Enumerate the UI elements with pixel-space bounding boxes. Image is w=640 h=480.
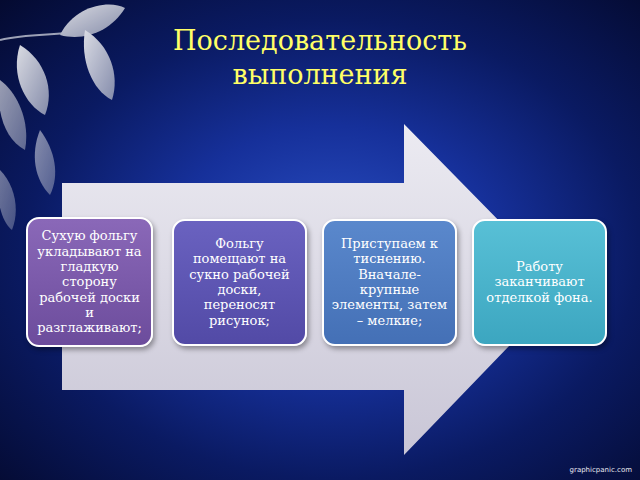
step-text: Фольгу помещают на сукно рабочей доски, …: [174, 230, 305, 334]
step-text: Работу заканчивают отделкой фона.: [474, 253, 605, 311]
watermark: graphicpanic.com: [570, 466, 632, 474]
step-text: Сухую фольгу укладывают на гладкую сторо…: [28, 222, 151, 341]
process-box: Фольгу помещают на сукно рабочей доски, …: [172, 219, 307, 346]
slide-title: Последовательность выполнения: [120, 24, 520, 92]
process-box: Приступаем к тиснению. Вначале- крупные …: [322, 219, 457, 346]
process-box: Работу заканчивают отделкой фона.: [472, 219, 607, 346]
process-box: Сухую фольгу укладывают на гладкую сторо…: [26, 217, 153, 347]
step-text: Приступаем к тиснению. Вначале- крупные …: [324, 230, 455, 334]
